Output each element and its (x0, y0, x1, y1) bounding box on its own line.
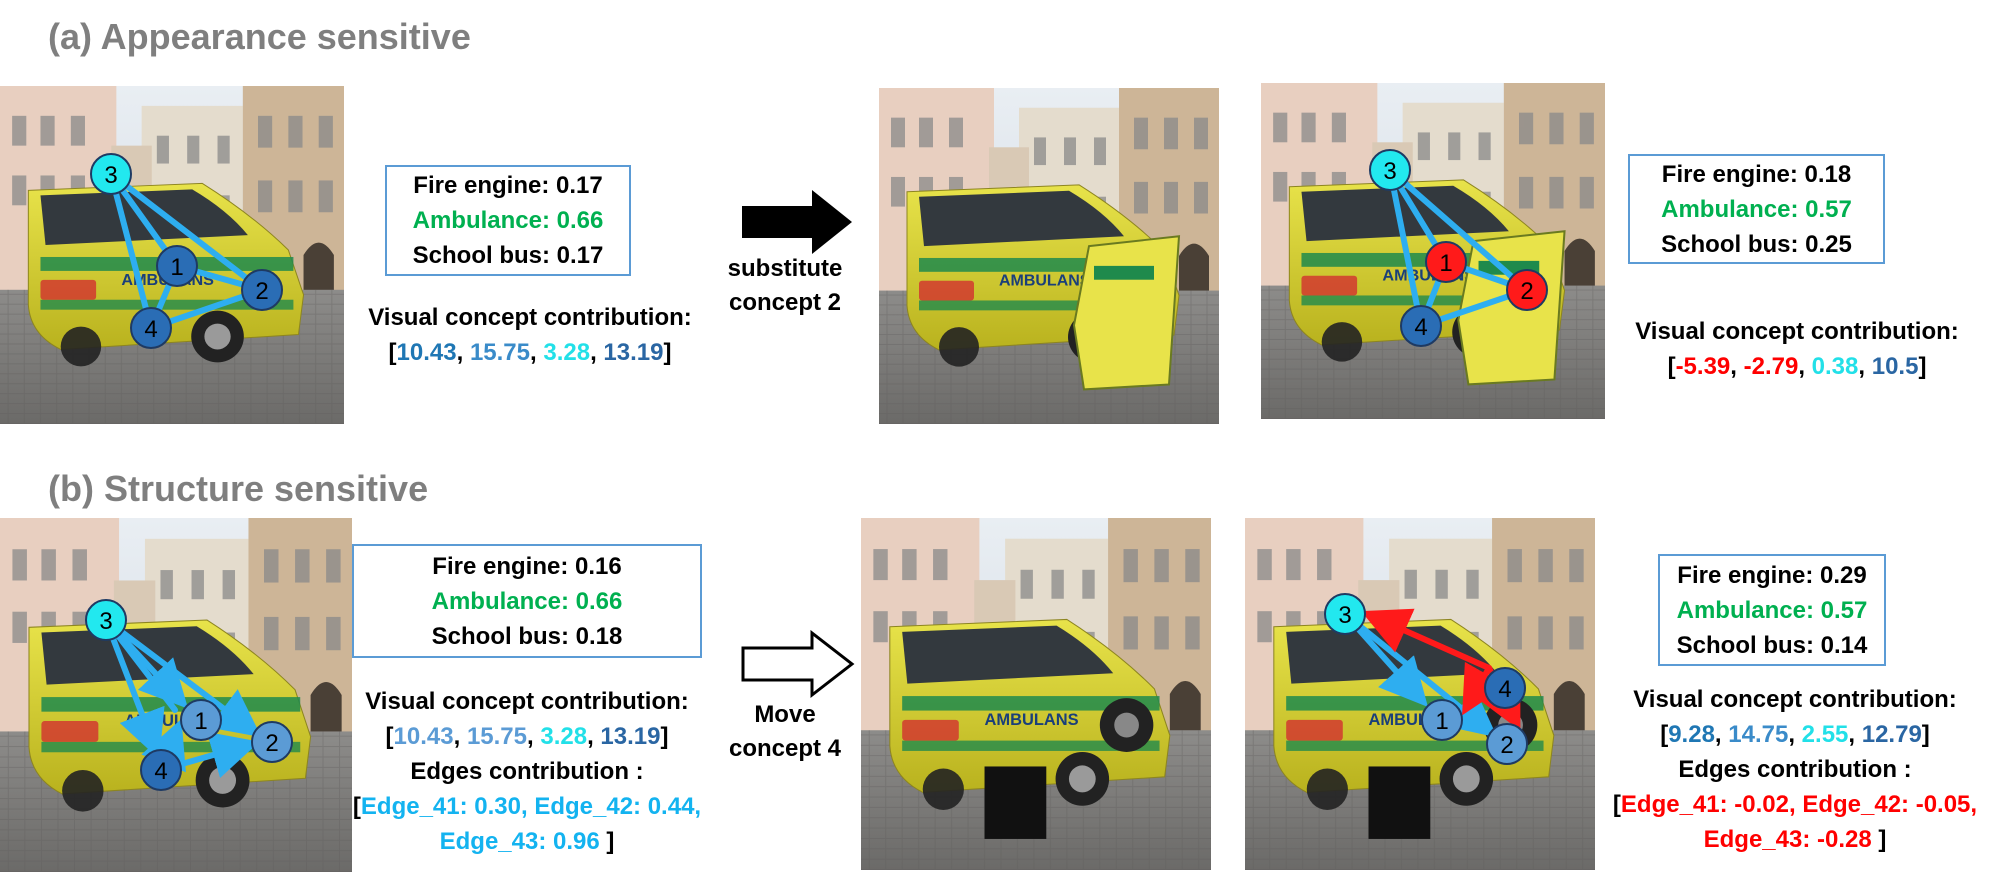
edges-title: Edges contribution : (1678, 756, 1912, 783)
school-bus-score: School bus: 0.17 (412, 242, 604, 269)
image-b-original (0, 518, 352, 872)
prediction-box-b-moved: Fire engine: 0.29 Ambulance: 0.57 School… (1658, 554, 1886, 666)
school-bus-score: School bus: 0.14 (1676, 631, 1868, 659)
image-b-moved (861, 518, 1211, 870)
ambulance-score: Ambulance: 0.57 (1676, 596, 1868, 624)
fire-engine-score: Fire engine: 0.18 (1661, 160, 1852, 188)
fire-engine-score: Fire engine: 0.16 (432, 552, 622, 580)
contribution-b-moved: Visual concept contribution: [9.28, 14.7… (1598, 682, 1992, 857)
move-arrow (741, 630, 855, 699)
contribution-values: [10.43, 15.75, 3.28, 13.19] (388, 339, 672, 366)
image-b-moved-graph (1245, 518, 1595, 870)
image-a-substituted (879, 88, 1219, 424)
section-b-title: (b) Structure sensitive (48, 468, 429, 509)
contribution-values: [9.28, 14.75, 2.55, 12.79] (1660, 721, 1930, 748)
contribution-values: [-5.39, -2.79, 0.38, 10.5] (1667, 353, 1927, 380)
contribution-values: [10.43, 15.75, 3.28, 13.19] (385, 723, 669, 750)
ambulance-score: Ambulance: 0.66 (431, 587, 623, 615)
prediction-box-b-original: Fire engine: 0.16 Ambulance: 0.66 School… (352, 544, 702, 658)
move-label: Move concept 4 (728, 701, 842, 762)
fire-engine-score: Fire engine: 0.29 (1677, 561, 1867, 589)
ambulance-score: Ambulance: 0.57 (1661, 195, 1852, 223)
fire-engine-score: Fire engine: 0.17 (413, 172, 603, 199)
substitute-label: substitute concept 2 (727, 255, 843, 316)
image-a-substituted-graph (1261, 83, 1605, 419)
contribution-a-substituted: Visual concept contribution: [-5.39, -2.… (1600, 314, 1994, 384)
edges-values-1: [Edge_41: -0.02, Edge_42: -0.05, (1612, 791, 1978, 818)
contribution-b-original: Visual concept contribution: [10.43, 15.… (352, 684, 702, 859)
edges-title: Edges contribution : (410, 758, 644, 785)
contribution-title: Visual concept contribution: (368, 304, 692, 331)
contribution-title: Visual concept contribution: (1635, 318, 1959, 345)
contribution-a-original: Visual concept contribution: [10.43, 15.… (350, 300, 710, 370)
substitute-arrow (742, 190, 852, 254)
edges-values-2: Edge_43: -0.28 ] (1703, 826, 1887, 853)
school-bus-score: School bus: 0.18 (431, 622, 623, 650)
school-bus-score: School bus: 0.25 (1661, 230, 1852, 258)
image-a-original (0, 86, 344, 424)
section-a-title: (a) Appearance sensitive (48, 16, 471, 57)
contribution-title: Visual concept contribution: (365, 688, 689, 715)
ambulance-score: Ambulance: 0.66 (412, 207, 604, 234)
prediction-box-a-original: Fire engine: 0.17 Ambulance: 0.66 School… (385, 165, 631, 276)
edges-values-1: [Edge_41: 0.30, Edge_42: 0.44, (352, 793, 702, 820)
edges-values-2: Edge_43: 0.96 ] (439, 828, 615, 855)
contribution-title: Visual concept contribution: (1633, 686, 1957, 713)
prediction-box-a-substituted: Fire engine: 0.18 Ambulance: 0.57 School… (1628, 154, 1885, 264)
